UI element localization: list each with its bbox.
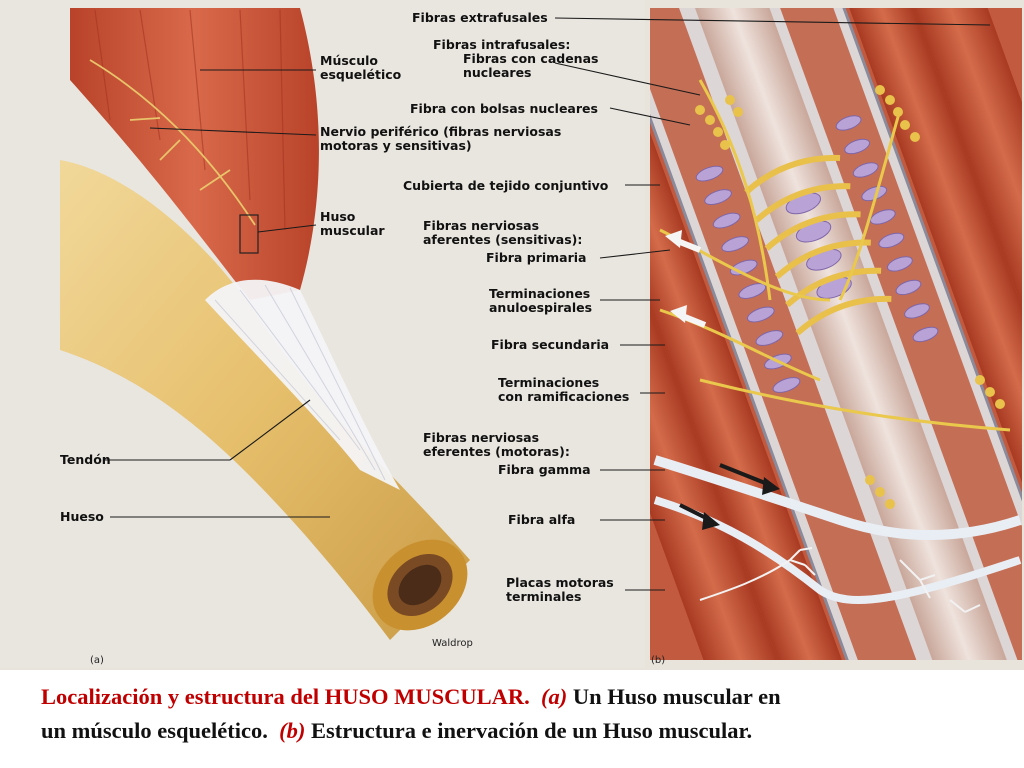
direction-arrows (665, 230, 780, 530)
bone (60, 160, 470, 640)
caption: Localización y estructura del HUSO MUSCU… (0, 670, 1024, 768)
tag-a: (a) (90, 655, 104, 666)
caption-tag-b: (b) (279, 718, 306, 743)
label-gamma: Fibra gamma (498, 462, 591, 477)
nuclear-bag-fiber (674, 8, 1021, 660)
illustration (60, 8, 1022, 660)
label-tendon: Tendón (60, 452, 111, 467)
signature: Waldrop (432, 638, 473, 649)
label-primaria: Fibra primaria (486, 250, 587, 265)
caption-tag-a: (a) (540, 684, 568, 709)
label-hueso: Hueso (60, 509, 104, 524)
label-intrafusales: Fibras intrafusales: Fibras con cadenas … (433, 37, 599, 80)
label-bolsas: Fibra con bolsas nucleares (410, 101, 598, 116)
leader-lines-a (105, 69, 330, 518)
spindle-box (239, 214, 259, 254)
caption-text-start: un músculo esquelético. (41, 718, 268, 743)
tendon (205, 279, 400, 490)
label-secundaria: Fibra secundaria (491, 337, 610, 352)
leader-lines-b (554, 17, 991, 591)
skeletal-muscle (70, 8, 319, 300)
label-alfa: Fibra alfa (508, 512, 576, 527)
caption-text-b: Estructura e inervación de un Huso muscu… (311, 718, 753, 743)
peripheral-nerve (89, 59, 256, 226)
annulospiral-endings (744, 154, 892, 336)
caption-line-2: un músculo esquelético. (b) Estructura e… (41, 718, 752, 744)
flower-spray-endings (695, 85, 1005, 509)
caption-line-1: Localización y estructura del HUSO MUSCU… (41, 684, 781, 710)
caption-title: Localización y estructura del HUSO MUSCU… (41, 684, 530, 709)
tag-b: (b) (651, 655, 666, 666)
caption-text-a: Un Huso muscular en (572, 684, 781, 709)
label-cubierta: Cubierta de tejido conjuntivo (403, 178, 609, 193)
extrafusal-fibers (650, 8, 1022, 660)
label-extrafusales: Fibras extrafusales (412, 10, 548, 25)
